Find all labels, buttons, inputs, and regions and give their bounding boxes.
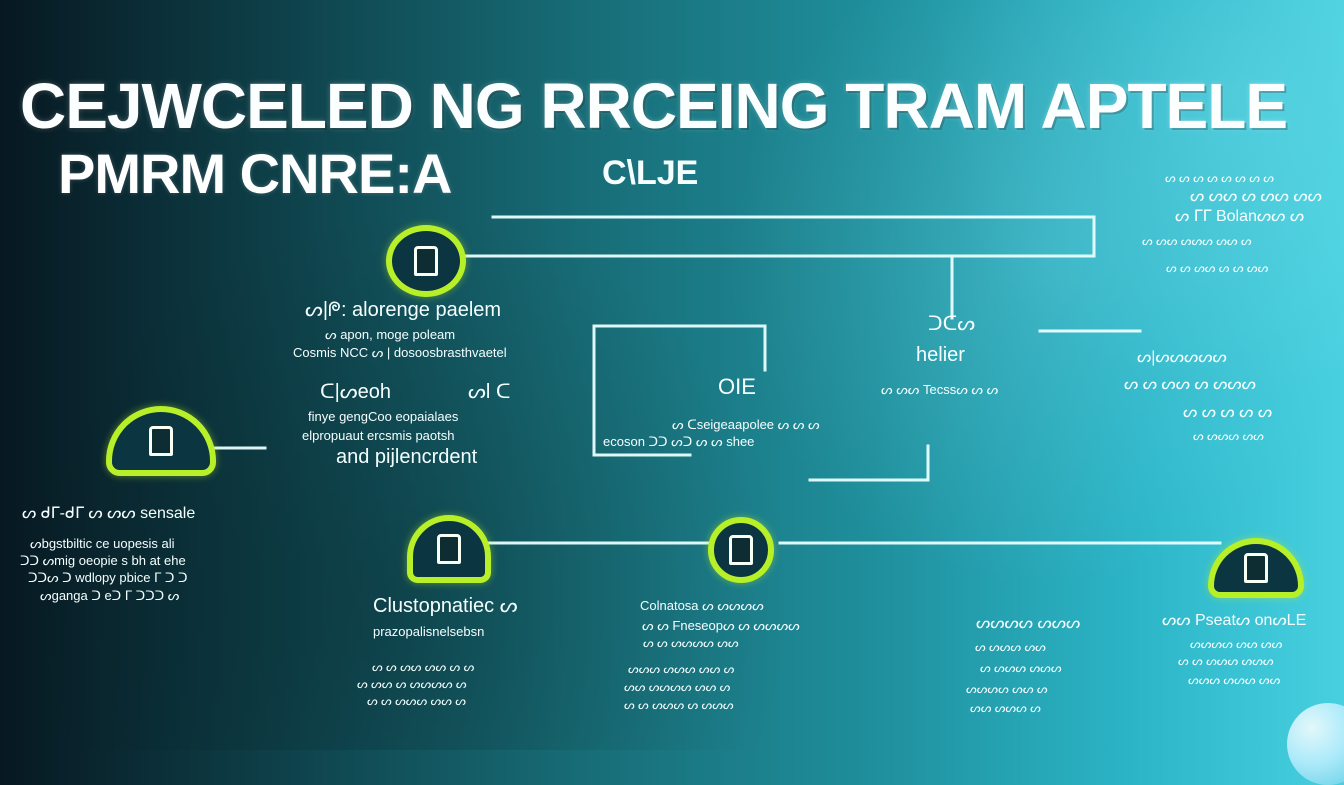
right-mid-line-1: helier <box>916 344 965 366</box>
left-bottom-line-1: ᔕ ᑯᒥ-ᑯᒥ ᔕ ᔕᔕ sensale <box>22 505 196 522</box>
bottom-2-line-5: ᔕ ᔕ ᔕᔕᔕ ᔕ ᔕᔕᔕ <box>624 698 734 712</box>
center-box-label: OIE <box>718 374 756 399</box>
bottom-1-head: Clustopnatiec ᔕ <box>373 595 518 617</box>
center-box-line-2: ecoson ᑐᑐ ᔕᑐ ᔕ ᔕ shee <box>603 434 755 449</box>
left-middle-heading: ᔕ|ᖘ: alorenge paelem <box>305 299 502 321</box>
bottom-1-line-1: prazopalisnelsebsn <box>373 624 485 639</box>
bottom-3-line-2: ᔕ ᔕᔕᔕ ᔕᔕᔕ <box>980 661 1062 675</box>
bottom-3-line-4: ᔕᔕ ᔕᔕᔕ ᔕ <box>970 701 1041 715</box>
left-middle-line-4: finye gengCoo eopaialaes <box>308 409 459 424</box>
right-side-line-3: ᔕ ᔕ ᔕ ᔕ ᔕ <box>1183 404 1273 421</box>
left-middle-line-6: and pijlencrdent <box>336 446 478 468</box>
bottom-2-head: Colnatosa ᔕ ᔕᔕᔕᔕ <box>640 598 764 613</box>
bottom-4-line-3: ᔕᔕᔕ ᔕᔕᔕ ᔕᔕ <box>1188 673 1281 687</box>
right-top-line-2: ᔕ ᔕᔕ ᔕ ᔕᔕ ᔕᔕ <box>1190 188 1322 205</box>
left-middle-line-5: elpropuaut ercsmis paotsh <box>302 428 455 443</box>
page-title: CEJWCELED NG RRCEING TRAM APTELE <box>20 70 1288 142</box>
left-bottom-line-4: ᑐᑐᔕ ᑐ wdlopy pbice ᒥ ᑐ ᑐ <box>28 570 188 585</box>
node-bottom-left <box>407 515 491 583</box>
node-bottom-right-icon <box>1244 553 1268 583</box>
node-left-icon <box>149 426 173 456</box>
left-middle-right-label: ᔕl ᑕ <box>468 381 511 403</box>
right-top-line-4: ᔕ ᔕᔕ ᔕᔕᔕ ᔕᔕ ᔕ <box>1142 234 1252 248</box>
right-top-line-5: ᔕ ᔕ ᔕᔕ ᔕ ᔕ ᔕᔕ <box>1166 261 1269 275</box>
right-side-line-2: ᔕ ᔕ ᔕᔕ ᔕ ᔕᔕᔕ <box>1124 376 1256 393</box>
node-bottom-center-icon <box>729 535 753 565</box>
left-bottom-line-5: ᔕganga ᑐ eᑐ ᒥ ᑐᑐᑐ ᔕ <box>40 588 180 603</box>
left-middle-line-2: Cosmis NCC ᔕ | dosoosbrasthvaetel <box>293 345 507 360</box>
bottom-3-line-3: ᔕᔕᔕᔕ ᔕᔕ ᔕ <box>966 682 1048 696</box>
bottom-4-line-1: ᔕᔕᔕᔕ ᔕᔕ ᔕᔕ <box>1190 637 1283 651</box>
bottom-3-head: ᔕᔕᔕᔕ ᔕᔕᔕ <box>976 615 1081 632</box>
bottom-4-line-2: ᔕ ᔕ ᔕᔕᔕ ᔕᔕᔕ <box>1178 654 1274 668</box>
bottom-1-line-2: ᔕ ᔕ ᔕᔕ ᔕᔕ ᔕ ᔕ <box>372 660 475 674</box>
bottom-2-line-1: ᔕ ᔕ Fneseopᔕ ᔕ ᔕᔕᔕᔕ <box>642 618 800 633</box>
bottom-2-line-4: ᔕᔕ ᔕᔕᔕᔕ ᔕᔕ ᔕ <box>624 680 731 694</box>
right-top-line-3: ᔕ ᒥᒥ Bolanᔕᔕ ᔕ <box>1175 208 1305 225</box>
line-center-box <box>592 324 767 457</box>
node-bottom-left-icon <box>437 534 461 564</box>
left-bottom-line-2: ᔕbgstbiltic ce uopesis ali <box>30 536 175 551</box>
right-side-line-1: ᔕ|ᔕᔕᔕᔕᔕ <box>1137 349 1227 366</box>
right-side-line-4: ᔕ ᔕᔕᔕ ᔕᔕ <box>1193 429 1264 443</box>
right-mid-head: ᑐᑕᔕ <box>928 313 976 335</box>
bottom-4-head: ᔕᔕ Pseatᔕ onᔕLE <box>1162 612 1307 629</box>
center-box-line-1: ᔕ ᑕseigeaapolee ᔕ ᔕ ᔕ <box>672 417 820 432</box>
page-subtitle: PMRM CNRE:A <box>58 142 452 205</box>
bottom-1-line-3: ᔕ ᔕᔕ ᔕ ᔕᔕᔕᔕ ᔕ <box>357 677 467 691</box>
node-top-icon <box>414 246 438 276</box>
left-middle-line-3: ᑕ|ᔕeoh <box>320 381 391 403</box>
connection-lines <box>208 215 1222 545</box>
right-top-line-1: ᔕ ᔕ ᔕ ᔕ ᔕ ᔕ ᔕ ᔕ <box>1165 171 1274 185</box>
small-heading: C\LJE <box>602 154 699 192</box>
left-bottom-line-3: ᑐᑐ ᔕmig oeopie s bh at ehe <box>20 553 186 568</box>
line-top <box>464 215 1096 258</box>
right-mid-line-2: ᔕ ᔕᔕ Tecssᔕ ᔕ ᔕ <box>881 382 999 397</box>
node-top <box>386 225 466 297</box>
bottom-1-line-4: ᔕ ᔕ ᔕᔕᔕ ᔕᔕ ᔕ <box>367 694 466 708</box>
line-mid-right <box>808 444 930 482</box>
bottom-3-line-1: ᔕ ᔕᔕᔕ ᔕᔕ <box>975 640 1046 654</box>
node-bottom-center <box>708 517 774 583</box>
left-middle-line-1: ᔕ apon, moge poleam <box>325 327 456 342</box>
bottom-2-line-2: ᔕ ᔕ ᔕᔕᔕᔕ ᔕᔕ <box>643 636 739 650</box>
bottom-2-line-3: ᔕᔕᔕ ᔕᔕᔕ ᔕᔕ ᔕ <box>628 662 735 676</box>
